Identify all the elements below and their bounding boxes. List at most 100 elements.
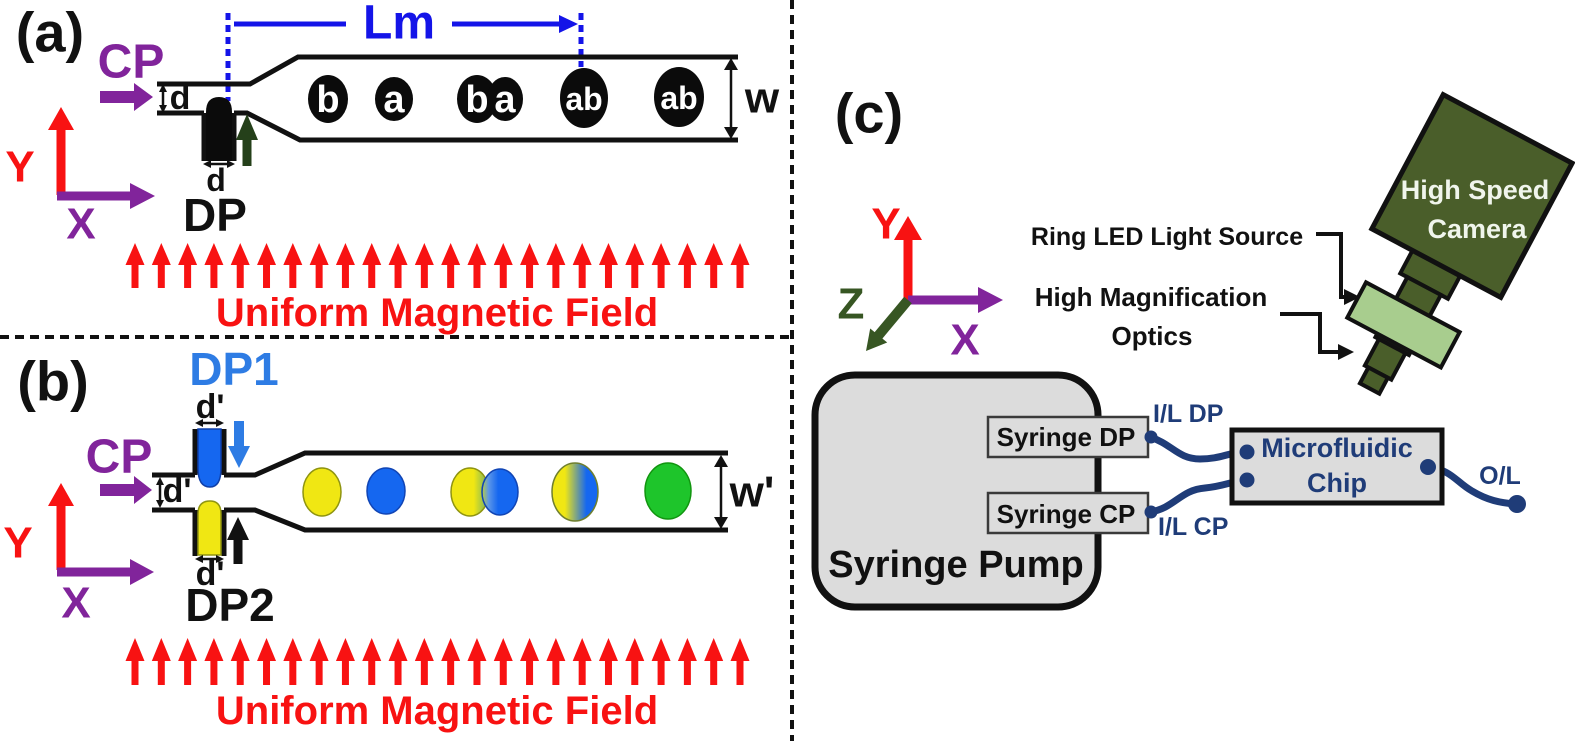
magnetic-field-arrow — [730, 638, 750, 685]
z-axis-label-c: Z — [838, 280, 865, 329]
camera-label-line1: High Speed — [1401, 175, 1550, 205]
dp-label: DP — [183, 189, 247, 241]
d1-top-arrowhead-right — [216, 419, 224, 427]
magnetic-field-arrow — [388, 638, 408, 685]
magnetic-field-arrow — [283, 638, 303, 685]
magnetic-field-arrow — [520, 638, 540, 685]
magnetic-field-arrow — [598, 638, 618, 685]
optics-label-line2: Optics — [1112, 321, 1193, 351]
dp-inlet-walls — [201, 113, 237, 161]
dp-flow-up-arrow-a — [236, 114, 258, 166]
chip-label-line1: Microfluidic — [1261, 433, 1413, 463]
x-axis-arrow-a — [57, 183, 155, 209]
objective-tip — [1357, 364, 1391, 397]
chip-label-line2: Chip — [1307, 468, 1367, 498]
magnetic-field-arrow — [572, 243, 592, 288]
channel-a-bottom-wall — [157, 110, 738, 143]
d-inlet-measure-arrowhead-down — [159, 105, 167, 113]
ring-led-callout-arrowhead — [1344, 289, 1360, 305]
magnetic-field-arrow — [467, 243, 487, 288]
magnetic-field-arrow — [414, 638, 434, 685]
magnetic-field-arrow — [441, 243, 461, 288]
magnetic-field-arrow — [493, 243, 513, 288]
tube-outlet — [1424, 463, 1520, 508]
chip-inlet-dp-port — [1239, 444, 1255, 460]
droplet-yellow — [302, 467, 342, 517]
d-inlet-label: d — [170, 79, 191, 117]
magnetic-field-arrow — [546, 638, 566, 685]
magnetic-field-arrow — [204, 243, 224, 288]
outlet-tube-end — [1508, 495, 1526, 513]
optics-label-line1: High Magnification — [1035, 282, 1268, 312]
magnetic-field-arrow — [677, 638, 697, 685]
outlet-label: O/L — [1479, 462, 1521, 490]
magnetic-field-arrow — [625, 638, 645, 685]
magnetic-field-arrow — [730, 243, 750, 288]
syringe-dp-connector — [1144, 430, 1158, 444]
d-dp-label: d — [206, 162, 226, 198]
cp-flow-arrow-b — [100, 476, 152, 504]
magnetic-field-arrow — [414, 243, 434, 288]
y-axis-label-b: Y — [3, 519, 32, 568]
magnetic-field-arrow — [572, 638, 592, 685]
droplet-label: a — [383, 79, 405, 121]
panel-b: (b) DP1 d' CP d' d' DP2 — [3, 343, 774, 733]
magnetic-field-arrow — [257, 638, 277, 685]
d1-top-label: d' — [196, 388, 225, 426]
ring-led-light — [1344, 279, 1463, 371]
magnetic-field-arrow — [257, 243, 277, 288]
lm-label: Lm — [363, 0, 435, 50]
syringe-dp-label: Syringe DP — [997, 422, 1136, 452]
dp2-fluid-plug — [197, 500, 222, 556]
magnetic-field-arrow — [362, 243, 382, 288]
magnetic-field-arrow — [441, 638, 461, 685]
w-measure-arrowhead-down — [724, 127, 738, 139]
d1-top-arrowhead-left — [195, 419, 203, 427]
droplet-label: b — [465, 79, 488, 121]
magnetic-field-arrow — [309, 638, 329, 685]
w-prime-arrowhead-up — [714, 455, 728, 467]
lm-arrowhead — [559, 15, 578, 33]
ring-led-callout-line — [1316, 232, 1344, 299]
camera-assembly — [1344, 91, 1575, 397]
droplet-b-pair — [457, 75, 497, 123]
magnetic-field-arrow — [335, 638, 355, 685]
channel-a-top-wall — [157, 54, 738, 87]
magnetic-field-arrow — [230, 243, 250, 288]
panel-a: (a) Lm d d DP CP Y X — [5, 0, 780, 335]
droplet-train-b — [302, 462, 692, 522]
y-axis-arrow-b — [48, 483, 74, 570]
z-axis-shaft — [874, 296, 912, 340]
magnetic-field-arrows-a — [125, 243, 750, 288]
chip-outlet-port — [1420, 459, 1436, 475]
magnetic-field-arrows-b — [125, 638, 750, 685]
magnetic-field-label-b: Uniform Magnetic Field — [216, 689, 658, 733]
magnetic-field-arrow — [546, 243, 566, 288]
droplet-b — [308, 75, 348, 123]
droplet-a-pair — [487, 77, 523, 121]
cp-flow-arrow-a — [100, 83, 153, 111]
y-axis-label-c: Y — [871, 200, 900, 249]
x-axis-arrow-c — [908, 287, 1003, 313]
panel-c: (c) Y X Z Ring LED Light Source High Mag… — [811, 82, 1575, 611]
d-dp-measure-arrowhead-left — [203, 160, 211, 168]
droplet-label: ab — [660, 80, 697, 116]
panel-c-label: (c) — [835, 82, 903, 145]
channel-b-top-wall — [152, 450, 728, 478]
droplet-label: a — [494, 79, 516, 121]
droplet-blue — [366, 467, 406, 515]
magnetic-field-arrow — [520, 243, 540, 288]
dp-fluid-plug — [206, 97, 232, 161]
magnetic-field-arrow — [651, 638, 671, 685]
d-inlet-b-arrowhead-up — [156, 477, 164, 485]
y-axis-arrow-c — [894, 216, 922, 302]
inlet-cp-label: I/L CP — [1158, 513, 1228, 541]
inlet-dp-label: I/L DP — [1153, 400, 1223, 428]
magnetic-field-label-a: Uniform Magnetic Field — [216, 291, 658, 335]
droplet-a — [375, 77, 413, 121]
droplet-label: ab — [565, 81, 602, 117]
magnetic-field-arrow — [230, 638, 250, 685]
magnetic-field-arrow — [704, 638, 724, 685]
magnetic-field-arrow — [151, 638, 171, 685]
